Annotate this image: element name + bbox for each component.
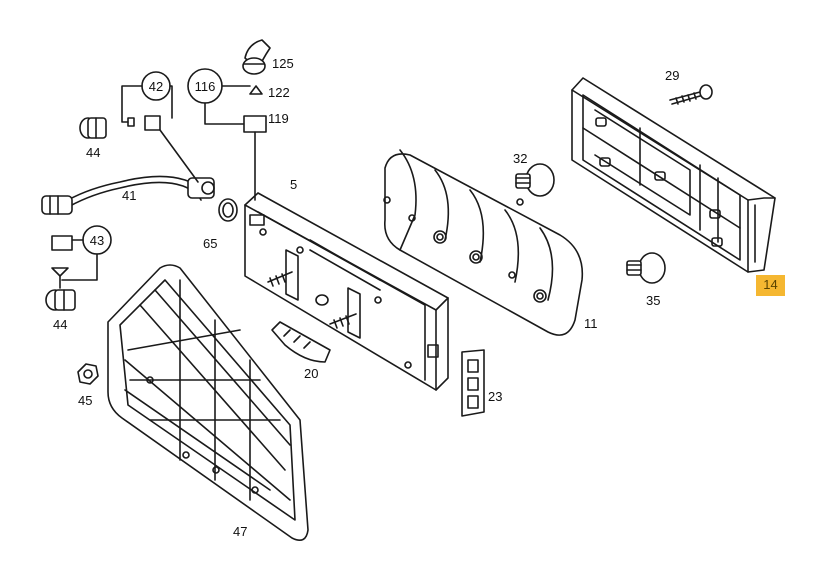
label-65: 65 [203,236,217,251]
callout-42-group [121,71,199,183]
part-20-clip [271,321,331,363]
label-29: 29 [665,68,679,83]
part-14-mounting-plate [571,77,776,273]
part-32-bulb [515,163,555,197]
label-11: 11 [584,316,598,331]
part-11-lamp-housing [383,149,584,336]
callout-116-label: 116 [195,79,216,94]
part-35-bulb [626,252,666,284]
part-65-grommet [218,198,238,222]
callout-42-label: 42 [149,79,163,94]
callout-43-label: 43 [90,233,104,248]
part-44-connector-bottom [45,289,76,311]
label-41: 41 [122,188,136,203]
callout-43-group [51,225,112,289]
part-44-connector-top [79,117,107,139]
label-45: 45 [78,393,92,408]
label-122: 122 [268,85,290,100]
label-47: 47 [233,524,247,539]
part-45-nut [77,363,99,385]
label-5: 5 [290,177,297,192]
label-125: 125 [272,56,294,71]
highlighted-part-14-label[interactable]: 14 [756,275,785,296]
part-23-grille [461,349,485,417]
label-119: 119 [268,111,289,126]
label-23: 23 [488,389,502,404]
part-5-lamp-body [244,192,449,391]
label-14: 14 [763,277,778,292]
label-32: 32 [513,151,527,166]
label-35: 35 [646,293,660,308]
part-47-frame [107,264,309,541]
callout-116-group [187,68,267,201]
label-20: 20 [304,366,318,381]
part-41-wiring [41,175,215,215]
part-29-screw [669,84,713,105]
part-125-bulb-holder [242,39,271,75]
label-44-top: 44 [86,145,100,160]
label-44-bottom: 44 [53,317,67,332]
